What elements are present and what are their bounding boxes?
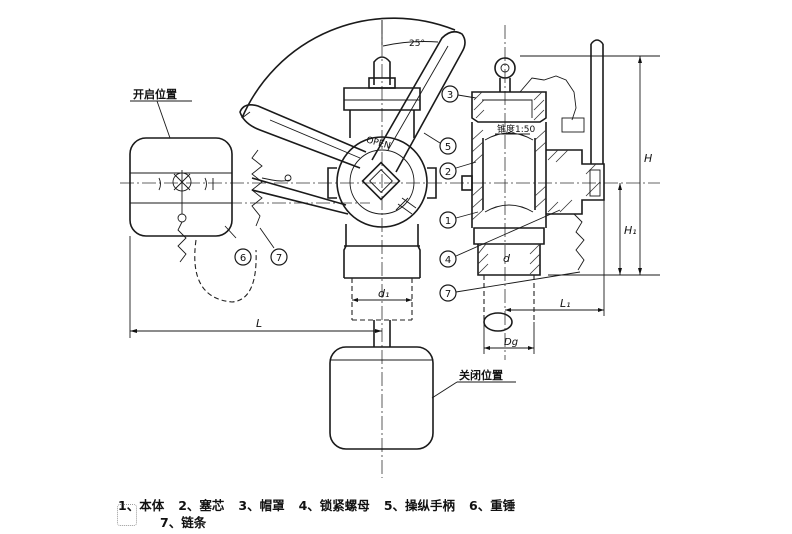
handle-alt-position	[239, 104, 367, 169]
operating-handle	[371, 30, 466, 173]
open-position-label: 开启位置	[133, 87, 177, 101]
weight-arm	[251, 177, 349, 215]
closed-position-label: 关闭位置	[459, 368, 503, 382]
svg-text:2: 2	[445, 167, 451, 178]
legend-row-2: 7、链条	[118, 514, 515, 531]
stamp-mark	[117, 504, 137, 526]
cap-eye	[494, 57, 516, 79]
dim-H-label: H	[644, 152, 652, 165]
callout-6: 6	[224, 225, 252, 266]
outlet-pipe	[351, 278, 413, 321]
svg-text:6: 6	[240, 253, 246, 264]
cap	[471, 91, 547, 123]
pipe-end	[483, 312, 513, 332]
svg-text:1: 1	[445, 216, 451, 227]
angle-label: 25°	[409, 39, 425, 49]
svg-text:4: 4	[445, 255, 451, 266]
body-lower-neck	[343, 224, 421, 278]
plug-body-circle	[336, 136, 428, 228]
weight-open-position	[129, 137, 233, 237]
callout-1: 1	[439, 211, 479, 229]
dim-L-label: L	[256, 317, 262, 330]
callout-7-left: 7	[259, 227, 288, 266]
dim-L1-label: L₁	[560, 297, 571, 310]
legend-item: 6、重锤	[469, 498, 516, 513]
svg-text:3: 3	[447, 90, 453, 101]
legend-item: 2、塞芯	[178, 498, 225, 513]
handle-swing-arc	[241, 17, 456, 119]
angle-arc	[382, 41, 439, 47]
legend-item: 1、本体	[118, 498, 165, 513]
svg-text:5: 5	[445, 142, 451, 153]
parts-legend: 1、本体 2、塞芯 3、帽罩 4、锁紧螺母 5、操纵手柄 6、重锤 7、链条	[118, 497, 515, 531]
top-knob	[373, 56, 391, 85]
svg-text:7: 7	[276, 253, 282, 264]
svg-text:7: 7	[445, 289, 451, 300]
chain-handle	[251, 149, 263, 227]
sling-arc	[194, 239, 257, 303]
lock-nut	[473, 227, 545, 245]
callout-7-right: 7	[439, 271, 581, 302]
legend-item: 5、操纵手柄	[383, 498, 456, 513]
bonnet	[343, 87, 421, 111]
lower-sleeve	[477, 244, 541, 276]
legend-item: 4、锁紧螺母	[298, 498, 370, 513]
legend-row-1: 1、本体 2、塞芯 3、帽罩 4、锁紧螺母 5、操纵手柄 6、重锤	[118, 497, 515, 514]
chain-left	[177, 221, 187, 263]
chain-right	[573, 213, 585, 271]
lock-bolt	[395, 197, 417, 215]
dim-d1-label: d₁	[378, 287, 389, 300]
chain-cap	[519, 75, 577, 121]
legend-item: 7、链条	[160, 515, 207, 530]
side-handle	[590, 44, 604, 164]
dim-d-label: d	[503, 252, 511, 265]
callout-3: 3	[441, 85, 477, 103]
dim-H1-label: H₁	[624, 224, 637, 237]
square-stem	[361, 161, 401, 201]
stem-housing	[546, 149, 605, 215]
dim-Dg-label: Dg	[504, 337, 518, 348]
legend-item: 3、帽罩	[238, 498, 285, 513]
weight-closed-position	[329, 346, 434, 450]
callout-4: 4	[439, 209, 561, 268]
callout-2: 2	[439, 161, 477, 180]
callout-5: 5	[423, 132, 457, 155]
thread-label: 锥度1:50	[497, 123, 535, 135]
